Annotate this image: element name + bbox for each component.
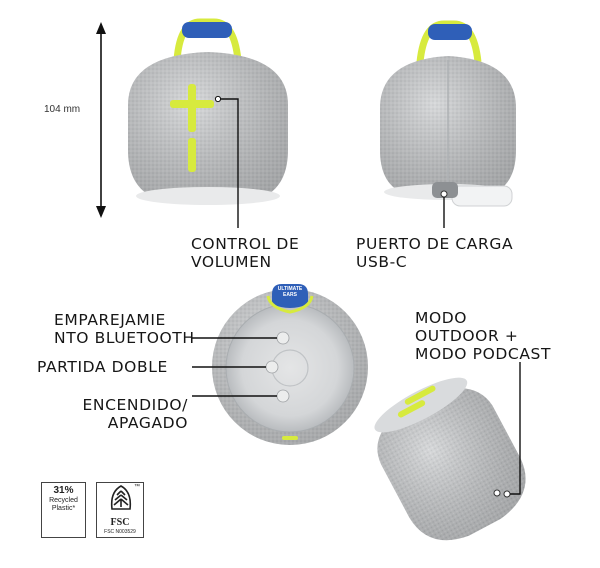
height-dimension-label: 104 mm	[44, 104, 81, 115]
charging-port-label: PUERTO DE CARGA USB-C	[356, 235, 514, 271]
bluetooth-pairing-label: EMPAREJAMIE NTO BLUETOOTH	[54, 311, 195, 347]
speaker-back-view	[380, 20, 516, 207]
speaker-bottom-view	[212, 284, 368, 445]
speaker-front-view	[128, 18, 288, 205]
recycled-plastic-badge: 31% Recycled Plastic*	[41, 482, 86, 538]
height-dimension-arrow	[96, 22, 106, 218]
power-label: ENCENDIDO/ APAGADO	[82, 396, 188, 432]
brand-tag: ULTIMATE EARS	[277, 286, 303, 298]
speaker-tilted-view	[374, 377, 526, 541]
outdoor-mode-label: MODO OUTDOOR + MODO PODCAST	[415, 309, 552, 363]
volume-down-icon	[188, 138, 196, 172]
volume-control-label: CONTROL DE VOLUMEN	[191, 235, 300, 271]
fsc-tree-icon	[110, 485, 132, 510]
double-up-label: PARTIDA DOBLE	[37, 358, 168, 376]
fsc-badge: ™ FSC FSC N003529	[96, 482, 144, 538]
